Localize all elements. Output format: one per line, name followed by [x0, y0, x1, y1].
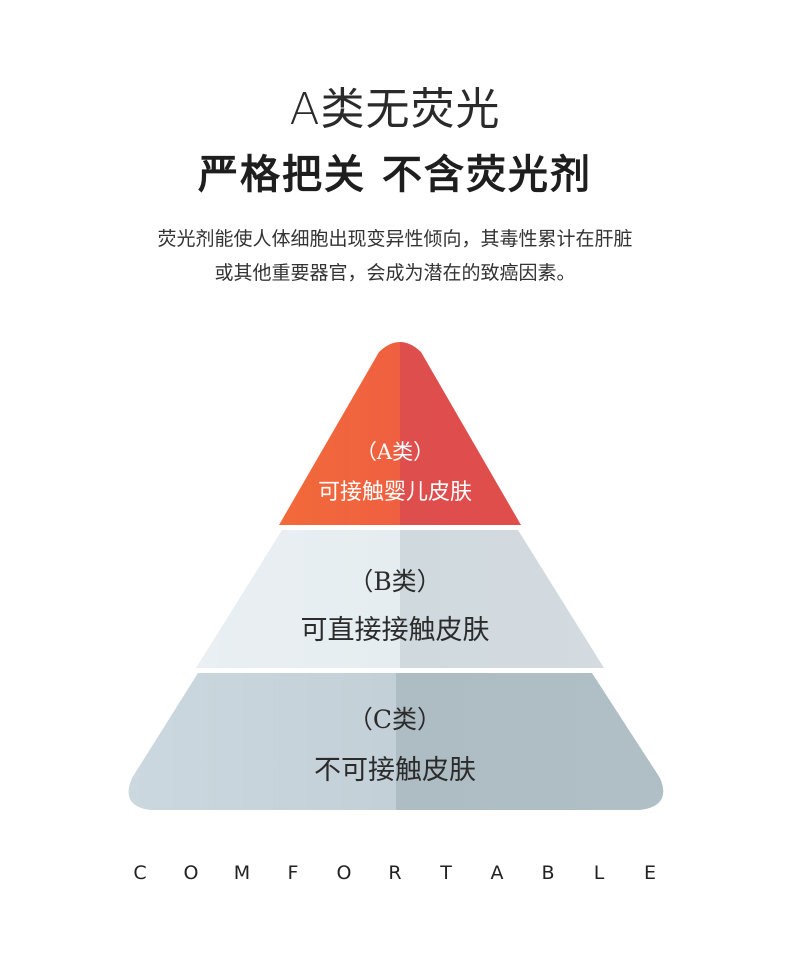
- tier-b-class-label: （B类）: [348, 567, 442, 596]
- pyramid-tier-a: [279, 342, 521, 525]
- page-subtitle: 严格把关 不含荧光剂: [198, 152, 592, 198]
- tier-a-description: 可接触婴儿皮肤: [317, 480, 472, 505]
- footer-letter: L: [593, 862, 605, 884]
- footer-letter: O: [336, 862, 352, 884]
- footer-letter: R: [388, 862, 402, 884]
- page-title: A类无荧光: [289, 84, 501, 135]
- footer-letter: T: [440, 862, 452, 884]
- tier-a-class-label: （A类）: [355, 440, 435, 464]
- description-line-2: 或其他重要器官，会成为潜在的致癌因素。: [214, 262, 576, 284]
- footer-letter: M: [233, 862, 251, 884]
- footer-letter: A: [490, 862, 504, 884]
- footer-letter: B: [541, 862, 555, 884]
- footer-letter: C: [133, 862, 147, 884]
- tier-b-description: 可直接接触皮肤: [300, 615, 490, 646]
- tier-c-description: 不可接触皮肤: [314, 755, 476, 786]
- description-line-1: 荧光剂能使人体细胞出现变异性倾向，其毒性累计在肝脏: [157, 228, 633, 250]
- pyramid-tier-c: [128, 673, 664, 810]
- footer-letter: O: [183, 862, 199, 884]
- pyramid-tier-b: [196, 530, 604, 668]
- footer-letter: F: [287, 862, 299, 884]
- footer-letter: E: [643, 862, 656, 884]
- tier-c-class-label: （C类）: [347, 705, 443, 734]
